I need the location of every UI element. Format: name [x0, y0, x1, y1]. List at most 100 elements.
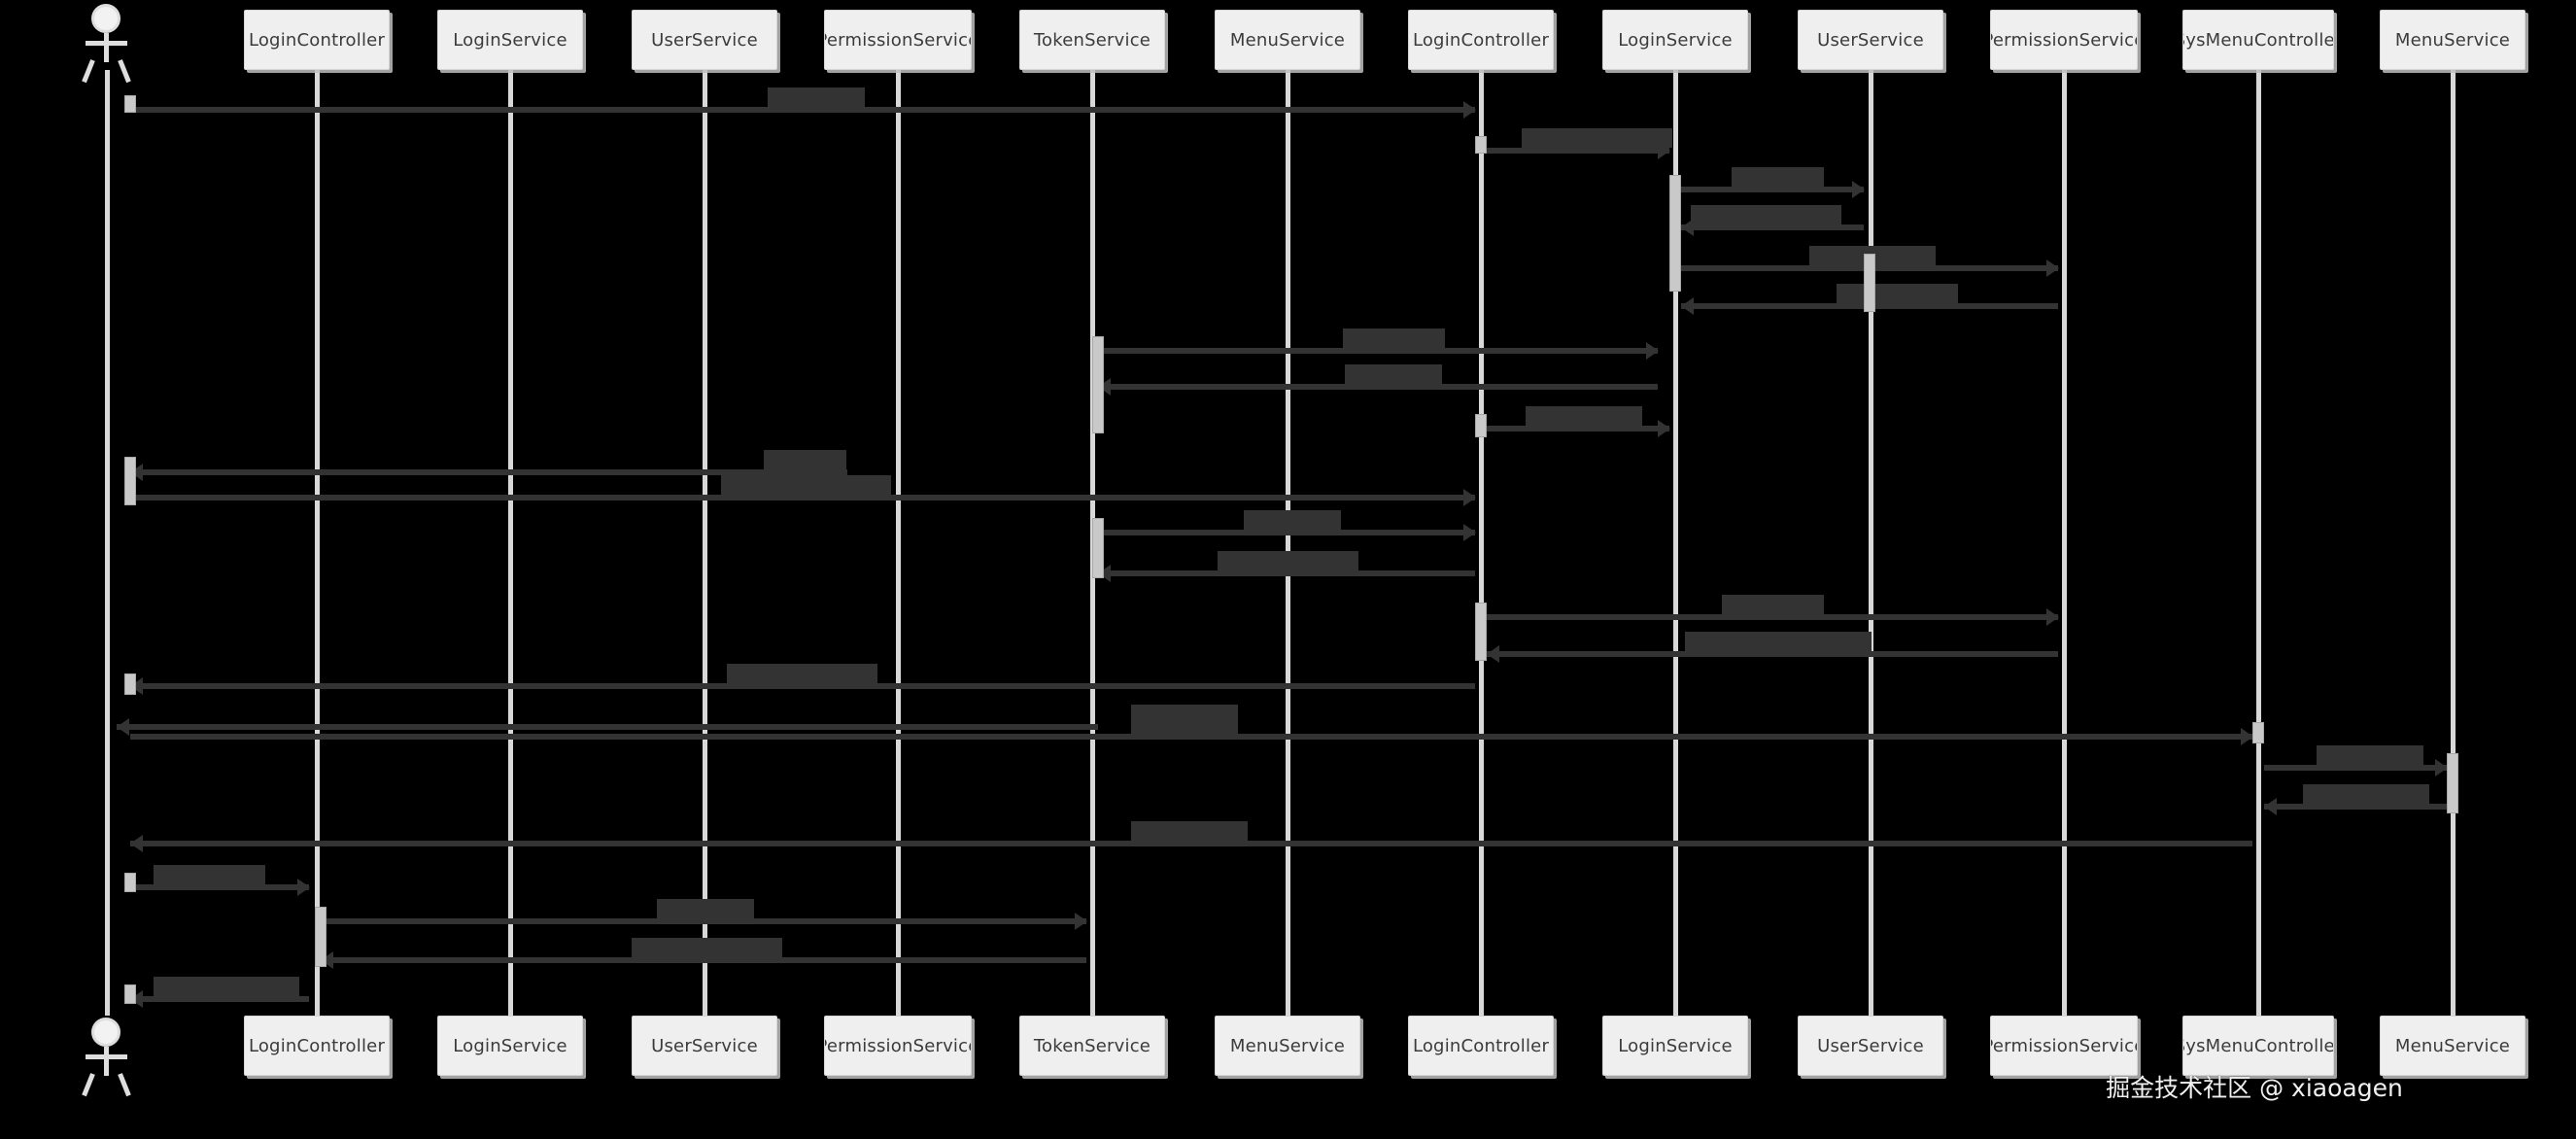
participant-footer-sysmenucontroller-10[interactable]: SysMenuController	[2182, 1016, 2334, 1076]
message-label-4	[1691, 205, 1841, 224]
participant-header-userservice-8[interactable]: UserService	[1798, 10, 1943, 70]
lifeline-menuservice-5	[1285, 70, 1290, 1016]
participant-header-sysmenucontroller-10[interactable]: SysMenuController	[2182, 10, 2334, 70]
message-arrowhead-4	[1681, 219, 1694, 236]
participant-header-loginservice-1[interactable]: LoginService	[437, 10, 583, 70]
participant-footer-menuservice-5[interactable]: MenuService	[1215, 1016, 1360, 1076]
participant-label: TokenService	[1033, 1035, 1151, 1056]
activation-bar-10	[2252, 722, 2264, 743]
participant-footer-userservice-2[interactable]: UserService	[632, 1016, 777, 1076]
message-label-19	[2317, 745, 2423, 765]
message-arrowhead-6	[1681, 297, 1694, 315]
activation-bar-2	[1669, 175, 1681, 292]
message-label-16	[727, 664, 877, 683]
participant-header-logincontroller-6[interactable]: LoginController	[1408, 10, 1554, 70]
message-label-1	[768, 87, 865, 107]
participant-header-logincontroller-0[interactable]: LoginController	[244, 10, 390, 70]
participant-header-menuservice-5[interactable]: MenuService	[1215, 10, 1360, 70]
actor-right-leg-icon	[118, 59, 131, 84]
message-arrowhead-11	[1463, 489, 1476, 506]
message-label-11	[721, 475, 891, 495]
message-arrowhead-23	[1075, 913, 1087, 930]
message-label-6	[1837, 284, 1958, 303]
watermark: 掘金技术社区 @ xiaoagen	[2106, 1074, 2403, 1102]
message-label-2	[1522, 128, 1672, 148]
participant-footer-loginservice-7[interactable]: LoginService	[1602, 1016, 1748, 1076]
participant-footer-logincontroller-6[interactable]: LoginController	[1408, 1016, 1554, 1076]
message-label-10	[764, 450, 846, 469]
participant-header-userservice-2[interactable]: UserService	[632, 10, 777, 70]
participant-header-tokenservice-4[interactable]: TokenService	[1019, 10, 1165, 70]
lifeline-menuservice-11	[2450, 70, 2456, 1016]
message-label-14	[1722, 595, 1824, 614]
participant-label: PermissionService	[1990, 29, 2138, 51]
message-label-24	[632, 938, 782, 957]
lifeline-permissionservice-3	[895, 70, 901, 1016]
actor-body-icon	[104, 1047, 109, 1076]
participant-footer-permissionservice-3[interactable]: PermissionService	[824, 1016, 972, 1076]
message-arrowhead-12	[1463, 524, 1476, 541]
message-arrowhead-1	[1463, 101, 1476, 119]
lifeline-permissionservice-9	[2061, 70, 2067, 1016]
lifeline-loginservice-7	[1672, 70, 1678, 1016]
message-line-13	[1098, 570, 1475, 576]
participant-header-permissionservice-9[interactable]: PermissionService	[1990, 10, 2138, 70]
participant-label: LoginService	[453, 1035, 567, 1056]
lifeline-sysmenucontroller-10	[2255, 70, 2261, 1016]
message-line-19	[2264, 765, 2447, 771]
message-line-23	[321, 918, 1086, 924]
participant-label: LoginController	[248, 1035, 386, 1056]
participant-footer-tokenservice-4[interactable]: TokenService	[1019, 1016, 1165, 1076]
message-line-18	[130, 734, 2252, 740]
message-label-7	[1343, 328, 1445, 348]
participant-header-menuservice-11[interactable]: MenuService	[2380, 10, 2525, 70]
message-arrowhead-17	[117, 718, 129, 736]
participant-label: PermissionService	[824, 29, 972, 51]
lifeline-logincontroller-6	[1478, 70, 1484, 1016]
activation-bar-8	[1475, 603, 1487, 661]
participant-label: UserService	[651, 1035, 758, 1056]
activation-bar-11	[2447, 753, 2458, 813]
participant-footer-menuservice-11[interactable]: MenuService	[2380, 1016, 2525, 1076]
message-line-2	[1487, 148, 1669, 154]
actor-figure-top	[80, 2, 134, 86]
participant-footer-permissionservice-9[interactable]: PermissionService	[1990, 1016, 2138, 1076]
message-label-18	[1131, 714, 1238, 734]
participant-label: UserService	[651, 29, 758, 51]
activation-bar-5	[1475, 414, 1487, 437]
message-line-22	[130, 884, 309, 890]
message-line-17	[117, 724, 1098, 730]
actor-body-icon	[104, 33, 109, 62]
message-label-9	[1526, 406, 1642, 426]
participant-label: MenuService	[1229, 1035, 1346, 1056]
participant-header-permissionservice-3[interactable]: PermissionService	[824, 10, 972, 70]
lifeline-actor	[104, 70, 110, 1016]
message-arrowhead-22	[297, 879, 310, 896]
message-label-22	[154, 865, 265, 884]
participant-label: TokenService	[1033, 29, 1151, 51]
message-line-12	[1098, 530, 1475, 535]
message-label-3	[1732, 167, 1824, 187]
lifeline-userservice-8	[1868, 70, 1873, 1016]
actor-head-icon	[91, 4, 120, 33]
message-line-15	[1487, 651, 2058, 657]
message-arrowhead-19	[2435, 759, 2448, 777]
message-arrowhead-14	[2046, 608, 2059, 626]
message-arrowhead-3	[1852, 181, 1865, 198]
participant-footer-logincontroller-0[interactable]: LoginController	[244, 1016, 390, 1076]
participant-footer-loginservice-1[interactable]: LoginService	[437, 1016, 583, 1076]
message-line-21	[130, 841, 2252, 846]
participant-label: MenuService	[1229, 29, 1346, 51]
activation-bar-1	[1475, 136, 1487, 154]
participant-label: LoginService	[453, 29, 567, 51]
message-line-24	[321, 957, 1086, 963]
participant-header-loginservice-7[interactable]: LoginService	[1602, 10, 1748, 70]
message-line-8	[1098, 384, 1658, 390]
message-line-3	[1681, 187, 1864, 192]
participant-footer-userservice-8[interactable]: UserService	[1798, 1016, 1943, 1076]
activation-bar-14	[124, 984, 136, 1004]
participant-label: MenuService	[2394, 29, 2511, 51]
participant-label: LoginService	[1618, 29, 1733, 51]
participant-label: LoginController	[1412, 1035, 1550, 1056]
activation-bar-4	[1092, 336, 1104, 433]
